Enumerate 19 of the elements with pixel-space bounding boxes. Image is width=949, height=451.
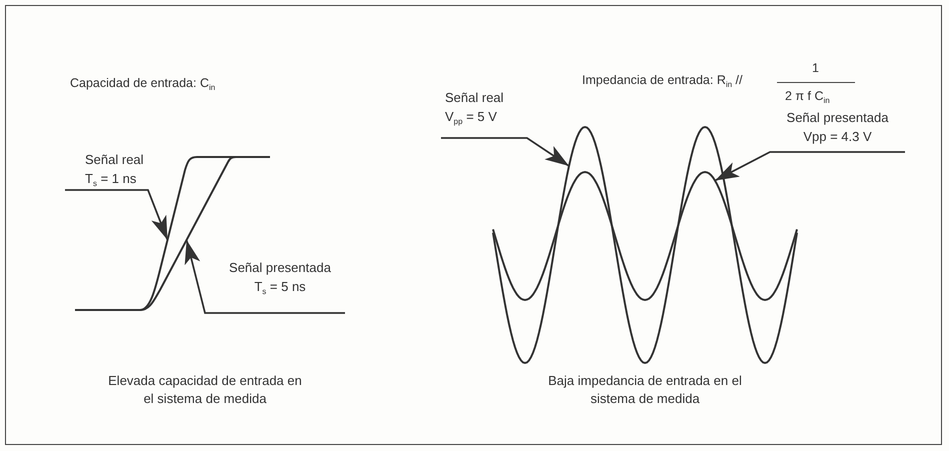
caption: Baja impedancia de entrada en el sistema de medida — [547, 372, 743, 408]
signal-label: Señal real — [445, 89, 504, 107]
fraction-denominator: 2 π f C$_{in}$ — [785, 88, 830, 105]
signal-label: Vpp = 4.3 V — [803, 128, 872, 146]
signal-label: Señal presentada — [229, 259, 331, 277]
input-capacitance-label: Capacidad de entrada: C$_{in}$ — [70, 75, 216, 92]
signal-label: Señal presentada — [786, 109, 888, 127]
leader-arrow — [441, 137, 570, 167]
caption: Elevada capacidad de entrada en el sistema de medida — [107, 372, 303, 408]
leader-arrow — [184, 240, 345, 314]
input-impedance-label: Impedancia de entrada: R$_{in}$ // — [582, 72, 742, 89]
signal-label: T$_{s}$ = 5 ns — [254, 278, 306, 296]
fraction-numerator: 1 — [812, 60, 819, 77]
waveform-curve — [492, 126, 798, 364]
signal-label: Señal real — [85, 151, 144, 169]
signal-label: V$_{pp}$ = 5 V — [445, 108, 497, 126]
signal-label: T$_{s}$ = 1 ns — [85, 170, 136, 188]
leader-arrow — [714, 151, 905, 182]
leader-arrow — [65, 189, 168, 240]
